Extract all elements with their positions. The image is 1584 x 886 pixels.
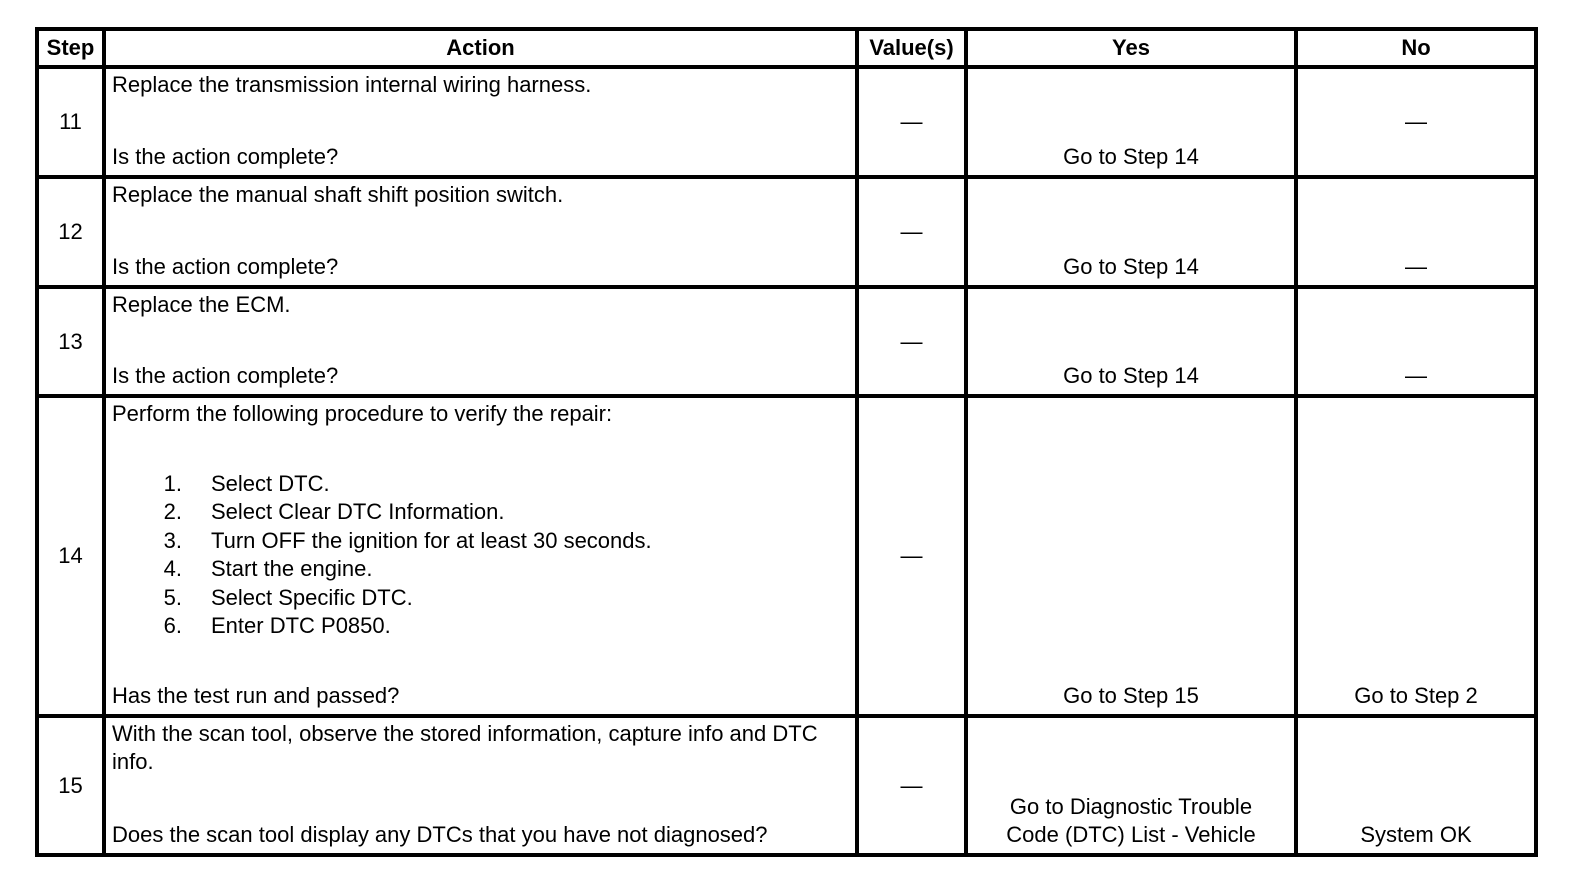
action-question: Does the scan tool display any DTCs that… bbox=[112, 822, 768, 847]
value-cell: — bbox=[855, 65, 968, 179]
no-link[interactable]: Go to Step 2 bbox=[1294, 394, 1538, 718]
action-text: Replace the transmission internal wiring… bbox=[112, 72, 592, 97]
table-row: 14 Perform the following procedure to ve… bbox=[35, 394, 1538, 718]
action-text: Replace the manual shaft shift position … bbox=[112, 182, 564, 207]
value-cell: — bbox=[855, 175, 968, 289]
header-no: No bbox=[1294, 27, 1538, 69]
no-cell: — bbox=[1294, 65, 1538, 179]
action-question: Has the test run and passed? bbox=[112, 683, 400, 708]
step-number: 14 bbox=[35, 394, 106, 718]
list-item: 6.Enter DTC P0850. bbox=[163, 613, 391, 638]
yes-link[interactable]: Go to Step 14 bbox=[964, 285, 1298, 398]
value-cell: — bbox=[855, 394, 968, 718]
value-cell: — bbox=[855, 285, 968, 398]
action-cell: With the scan tool, observe the stored i… bbox=[102, 714, 859, 857]
table-row: 13 Replace the ECM. Is the action comple… bbox=[35, 285, 1538, 398]
step-number: 15 bbox=[35, 714, 106, 857]
step-number: 11 bbox=[35, 65, 106, 179]
action-text: With the scan tool, observe the stored i… bbox=[112, 721, 818, 774]
action-question: Is the action complete? bbox=[112, 254, 339, 279]
list-item: 1.Select DTC. bbox=[163, 470, 330, 496]
no-result: System OK bbox=[1294, 714, 1538, 857]
action-cell: Perform the following procedure to verif… bbox=[102, 394, 859, 718]
header-yes: Yes bbox=[964, 27, 1298, 69]
header-step: Step bbox=[35, 27, 106, 69]
no-cell: — bbox=[1294, 175, 1538, 289]
header-values: Value(s) bbox=[855, 27, 968, 69]
yes-link[interactable]: Go to Diagnostic Trouble Code (DTC) List… bbox=[964, 714, 1298, 857]
procedure-list: 1.Select DTC. 2.Select Clear DTC Informa… bbox=[112, 470, 849, 641]
yes-link-line-2: Code (DTC) List - Vehicle bbox=[1006, 822, 1256, 847]
action-cell: Replace the manual shaft shift position … bbox=[102, 175, 859, 289]
list-item: 4.Start the engine. bbox=[163, 556, 373, 581]
value-cell: — bbox=[855, 714, 968, 857]
step-number: 12 bbox=[35, 175, 106, 289]
yes-link[interactable]: Go to Step 14 bbox=[964, 175, 1298, 289]
no-cell: — bbox=[1294, 285, 1538, 398]
yes-link[interactable]: Go to Step 14 bbox=[964, 65, 1298, 179]
yes-link[interactable]: Go to Step 15 bbox=[964, 394, 1298, 718]
table-row: 11 Replace the transmission internal wir… bbox=[35, 65, 1538, 179]
yes-link-line-1: Go to Diagnostic Trouble bbox=[1009, 794, 1253, 819]
list-item: 3.Turn OFF the ignition for at least 30 … bbox=[163, 527, 652, 553]
action-cell: Replace the ECM. Is the action complete? bbox=[102, 285, 859, 398]
list-item: 2.Select Clear DTC Information. bbox=[163, 499, 505, 524]
action-text: Perform the following procedure to verif… bbox=[112, 401, 613, 426]
header-action: Action bbox=[102, 27, 859, 69]
list-item: 5.Select Specific DTC. bbox=[163, 584, 413, 610]
action-question: Is the action complete? bbox=[112, 363, 339, 388]
table-row: 12 Replace the manual shaft shift positi… bbox=[35, 175, 1538, 289]
action-text: Replace the ECM. bbox=[112, 292, 291, 317]
step-number: 13 bbox=[35, 285, 106, 398]
header-row: Step Action Value(s) Yes No bbox=[35, 27, 1538, 69]
table-row: 15 With the scan tool, observe the store… bbox=[35, 714, 1538, 857]
action-cell: Replace the transmission internal wiring… bbox=[102, 65, 859, 179]
diagnostic-table: Step Action Value(s) Yes No 11 Replace t… bbox=[35, 27, 1538, 857]
action-question: Is the action complete? bbox=[112, 144, 339, 169]
